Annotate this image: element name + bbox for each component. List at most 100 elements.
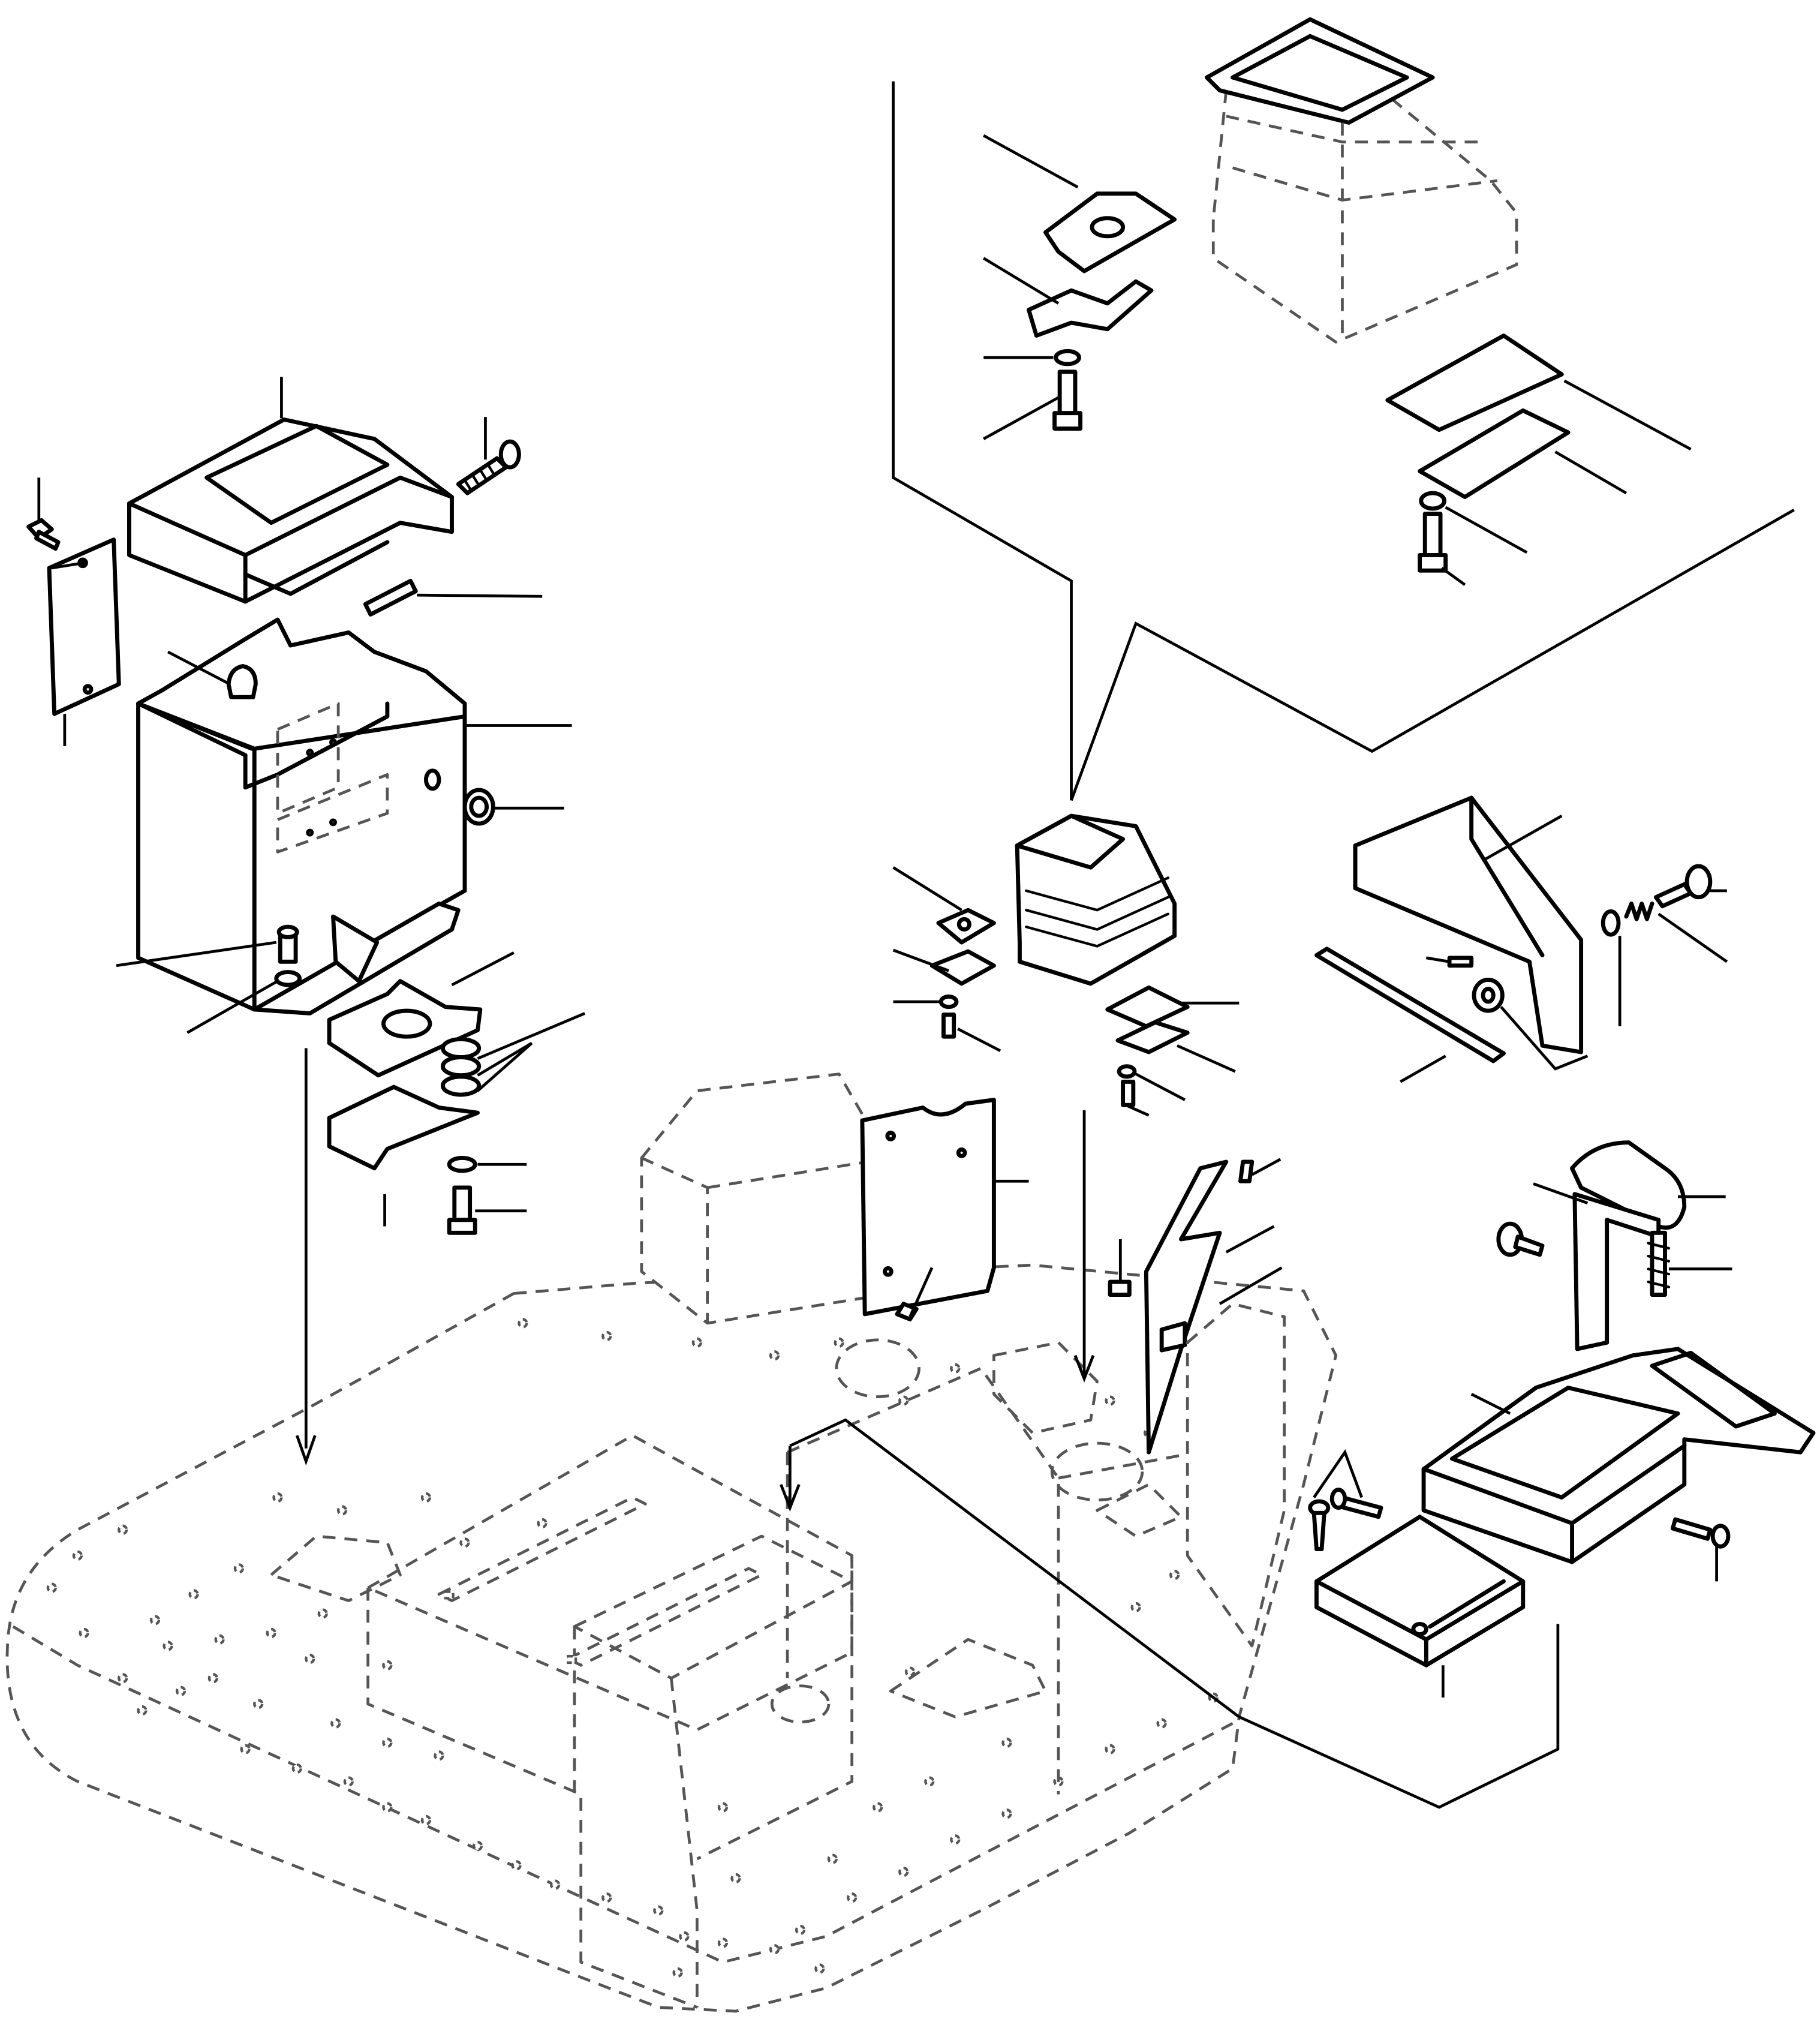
- detail-bolt-left: [1052, 369, 1083, 431]
- console-screw: [1670, 1517, 1731, 1549]
- floor-bolt-hole: [472, 1840, 483, 1852]
- tray-screw-b: [1308, 1499, 1331, 1552]
- floor-bolt-hole: [272, 1492, 283, 1503]
- floor-bolt-hole: [898, 1395, 909, 1406]
- floor-bolt-hole: [691, 1337, 703, 1348]
- floor-bolt-hole: [1169, 1569, 1180, 1581]
- boot-bracket-left: [929, 949, 996, 986]
- armrest-screw: [1647, 1230, 1671, 1297]
- floor-bolt-hole: [717, 1937, 729, 1948]
- floor-bolt-hole: [827, 1853, 838, 1864]
- side-panel: [860, 1098, 996, 1317]
- armrest-console: [1421, 1347, 1816, 1564]
- floor-bolt-hole: [950, 1834, 961, 1845]
- detail-plate-left: [1043, 191, 1177, 274]
- floor-bolt-hole: [382, 1802, 393, 1813]
- floor-bolt-hole: [382, 1660, 393, 1671]
- floor-bolt-hole: [207, 1673, 218, 1684]
- floor-bolt-hole: [511, 1860, 522, 1871]
- boot-washer-right: [1117, 1064, 1137, 1079]
- lid-screw: [456, 439, 521, 495]
- mount-bolt: [276, 924, 299, 964]
- floor-bolt-hole: [1156, 1718, 1167, 1729]
- floor-bolt-hole: [291, 1763, 302, 1774]
- floor-bolt-hole: [950, 1363, 961, 1374]
- floor-bolt-hole: [343, 1776, 354, 1787]
- floor-bolt-hole: [814, 1963, 825, 1974]
- floor-bolt-hole: [904, 1666, 916, 1677]
- floor-bolt-hole: [330, 1718, 341, 1729]
- floor-bolt-hole: [898, 1866, 909, 1877]
- floor-bolt-hole: [214, 1634, 225, 1645]
- floor-bolt-hole: [795, 1924, 806, 1936]
- floor-bolt-hole: [79, 1627, 89, 1639]
- floor-bolt-hole: [253, 1699, 264, 1709]
- floor-bolt-hole: [72, 1550, 83, 1561]
- floor-bolt-hole: [1105, 1395, 1115, 1406]
- base-washer: [447, 1156, 477, 1173]
- boot-plate-left: [936, 908, 996, 945]
- detail-washer-right: [1419, 491, 1446, 511]
- detail-washer-left: [1054, 348, 1081, 366]
- floor-bolt-hole: [679, 1931, 690, 1942]
- floor-bolt-hole: [550, 1879, 561, 1890]
- floor-bolt-hole: [434, 1750, 444, 1761]
- cap-nut: [226, 664, 258, 699]
- floor-bolt-hole: [1105, 1744, 1115, 1754]
- floor-bolt-hole: [459, 1537, 470, 1548]
- floor-bolt-hole: [601, 1330, 612, 1342]
- floor-bolt-hole: [305, 1653, 315, 1665]
- console-washer: [1601, 909, 1621, 937]
- floor-bolt-hole: [137, 1705, 148, 1716]
- floor-bolt-hole: [769, 1350, 780, 1361]
- floor-bolt-holes: [46, 1318, 1232, 1978]
- armrest-post: [1572, 1192, 1661, 1351]
- joystick-boot: [1015, 813, 1177, 986]
- floor-bolt-hole: [240, 1744, 251, 1754]
- floor-bolt-hole: [118, 1673, 128, 1684]
- console-strip: [1314, 947, 1506, 1063]
- floor-bolt-hole: [163, 1641, 173, 1651]
- console-knob: [1653, 864, 1713, 909]
- box-lid: [127, 417, 454, 604]
- floor-bolt-hole: [420, 1492, 432, 1503]
- floor-bolt-hole: [537, 1518, 547, 1529]
- console-spring: [1624, 902, 1654, 921]
- floor-bolt-hole: [317, 1608, 328, 1619]
- floor-bolt-hole: [266, 1627, 276, 1639]
- detail-frame: [892, 81, 1795, 801]
- floor-bolt-hole: [233, 1563, 244, 1574]
- floor-bolt-hole: [118, 1524, 128, 1535]
- floor-bolt-hole: [601, 1892, 612, 1903]
- detail-plate-right: [1385, 334, 1564, 432]
- boot-washer-left: [938, 995, 959, 1010]
- boot-plate-right: [1105, 985, 1190, 1029]
- floor-bolt-hole: [1001, 1808, 1012, 1819]
- angle-panel: [1144, 1159, 1286, 1648]
- mount-washer: [274, 970, 302, 987]
- armrest-pad: [1570, 1140, 1687, 1230]
- detail-boot: [1205, 17, 1518, 344]
- floor-bolt-hole: [420, 1814, 432, 1826]
- lid-rod: [363, 579, 418, 617]
- base-tray: [1314, 1515, 1526, 1668]
- rear-housing: [640, 1072, 1233, 1795]
- floor-bolt-hole: [730, 1873, 741, 1883]
- console-spacer: [1472, 978, 1505, 1013]
- boot-bolt-right: [1121, 1080, 1136, 1107]
- floor-bolt-hole: [188, 1589, 199, 1600]
- floor-bolt-hole: [149, 1615, 161, 1626]
- floor-bolt-hole: [717, 1802, 729, 1813]
- console-pin: [1447, 956, 1474, 968]
- floor-bolt-hole: [653, 1905, 664, 1916]
- detail-bracket-right: [1418, 408, 1571, 500]
- floor-bolt-hole: [1001, 1737, 1012, 1748]
- floor-bolt-hole: [518, 1318, 528, 1329]
- boot-bolt-left: [941, 1013, 956, 1039]
- floor-bolt-hole: [834, 1337, 844, 1348]
- cover-bolt: [26, 518, 61, 551]
- leader-lines: [37, 134, 1732, 1809]
- floor-bolt-hole: [847, 1892, 858, 1903]
